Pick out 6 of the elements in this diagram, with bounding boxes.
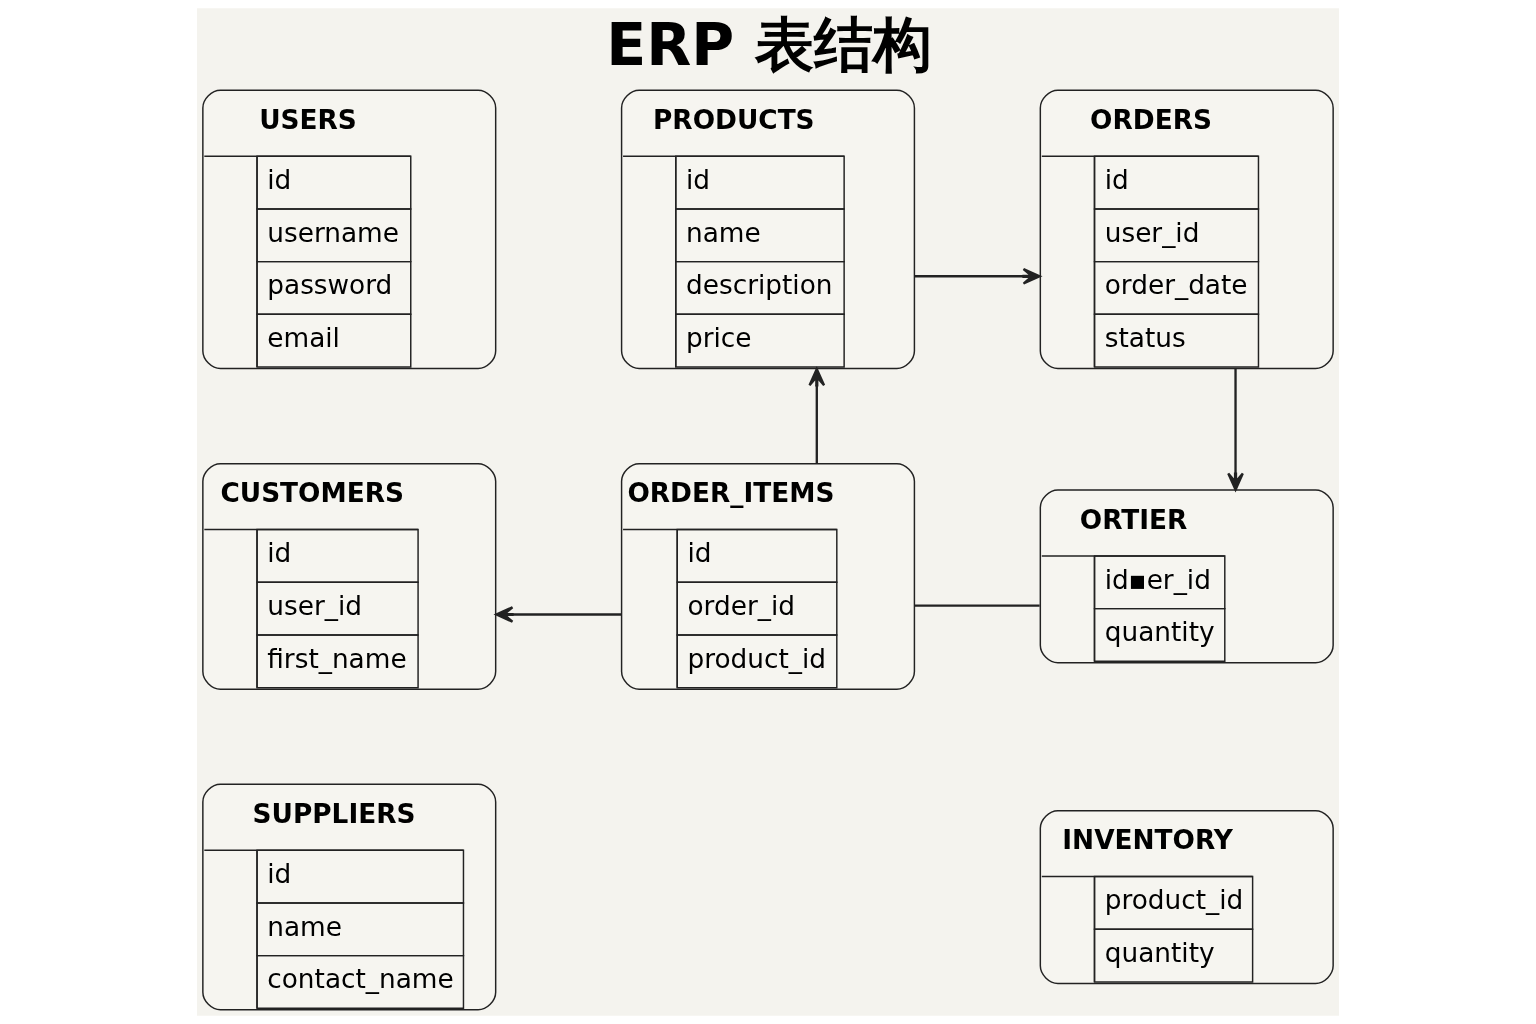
diagram-title: ERP 表结构 [606,11,932,80]
arrow [1227,368,1244,491]
arrow [914,267,1041,285]
connector [914,604,1040,607]
arrow [808,367,826,464]
arrow [495,606,622,623]
